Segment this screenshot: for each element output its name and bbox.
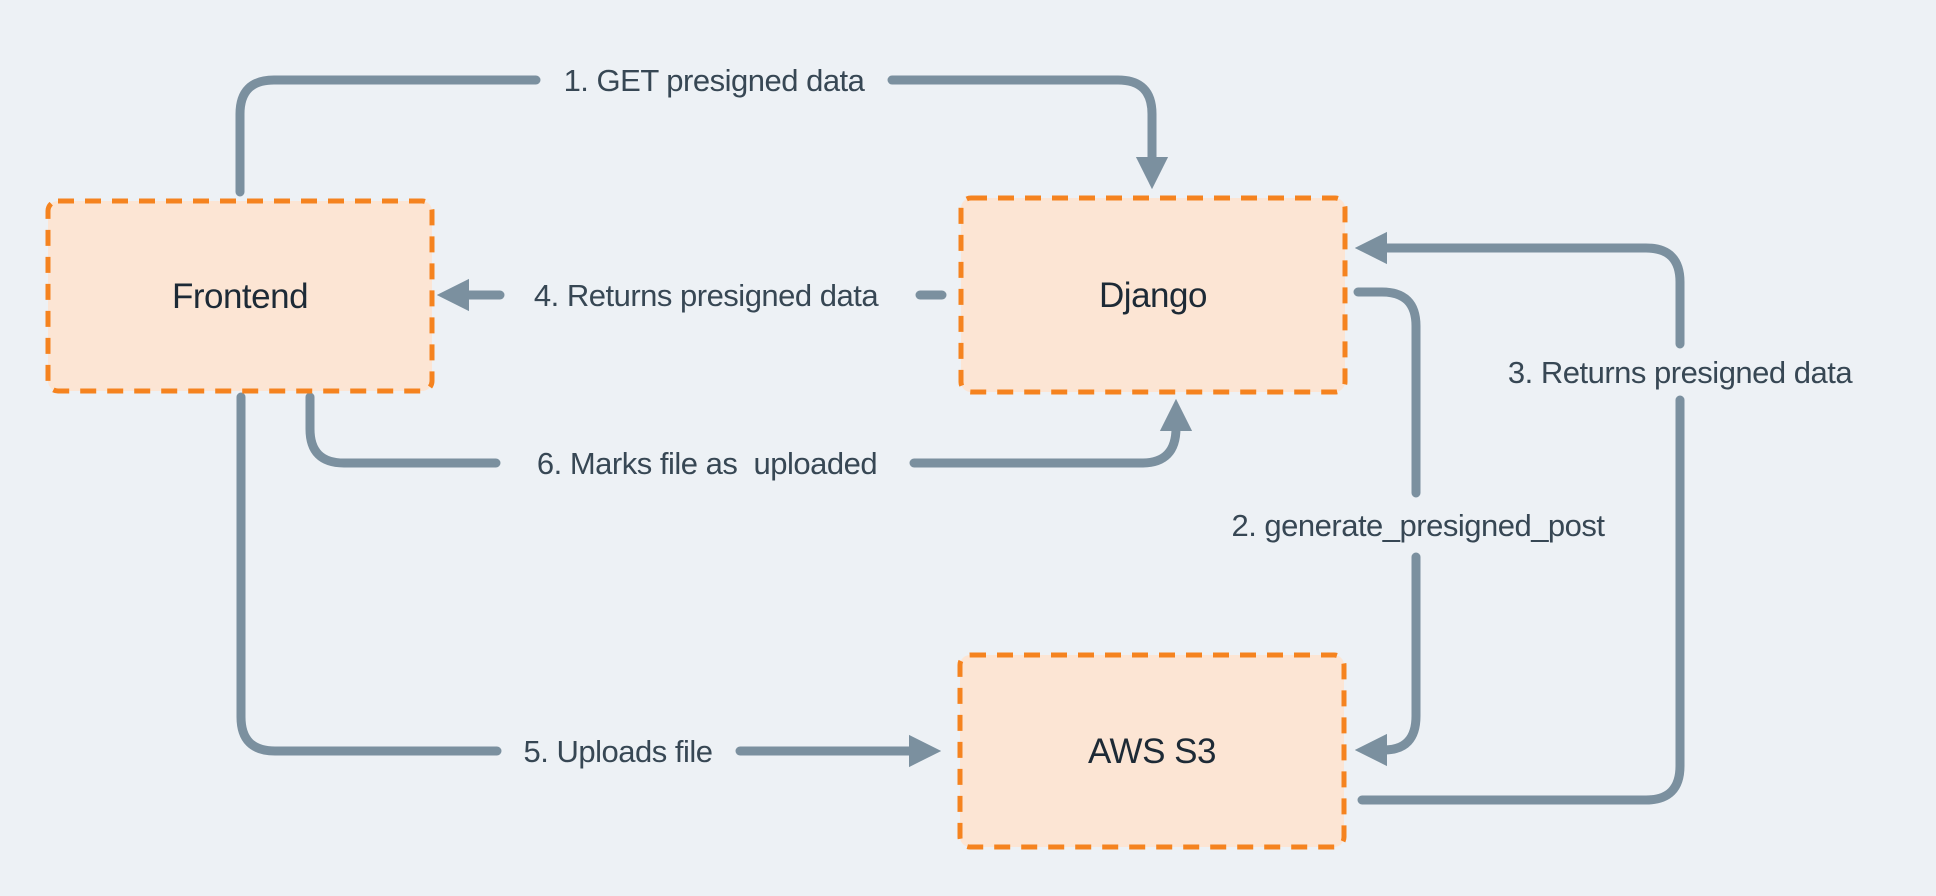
edge-5-uploads-file: 5. Uploads file	[236, 392, 942, 769]
edge-1-get-presigned-data: 1. GET presigned data	[235, 63, 1169, 197]
edge-1-line-end	[887, 75, 1169, 190]
edge-3-line-start	[1357, 395, 1685, 805]
node-frontend-box	[45, 198, 435, 394]
node-aws-s3-label: AWS S3	[1088, 732, 1216, 771]
edge-6-line-start	[305, 392, 501, 468]
edge-3-returns-presigned-data: 3. Returns presigned data	[1354, 231, 1854, 805]
node-aws-s3: AWS S3	[957, 652, 1347, 850]
edge-6-label: 6. Marks file as uploaded	[537, 446, 877, 481]
node-django: Django	[958, 195, 1348, 395]
node-frontend-label: Frontend	[172, 277, 308, 316]
edge-1-line-start	[235, 75, 541, 197]
edge-5-label: 5. Uploads file	[524, 734, 713, 769]
edge-1-label: 1. GET presigned data	[564, 63, 866, 98]
edge-3-line-end	[1354, 231, 1685, 349]
edge-3-label: 3. Returns presigned data	[1508, 355, 1853, 390]
node-aws-s3-box	[957, 652, 1347, 850]
edge-4-label: 4. Returns presigned data	[534, 278, 879, 313]
edge-6-line-end	[909, 398, 1193, 468]
edge-2-label: 2. generate_presigned_post	[1231, 508, 1605, 543]
edge-2-generate-presigned-post: 2. generate_presigned_post	[1231, 287, 1606, 767]
edge-2-line-end	[1354, 552, 1421, 767]
edge-5-line-start	[236, 392, 502, 756]
node-django-box	[958, 195, 1348, 395]
edge-4-returns-presigned-data: 4. Returns presigned data	[436, 278, 947, 313]
edge-6-marks-file-uploaded: 6. Marks file as uploaded	[305, 392, 1193, 481]
edge-2-line-start	[1353, 287, 1421, 498]
node-frontend: Frontend	[45, 198, 435, 394]
node-django-label: Django	[1099, 276, 1207, 315]
